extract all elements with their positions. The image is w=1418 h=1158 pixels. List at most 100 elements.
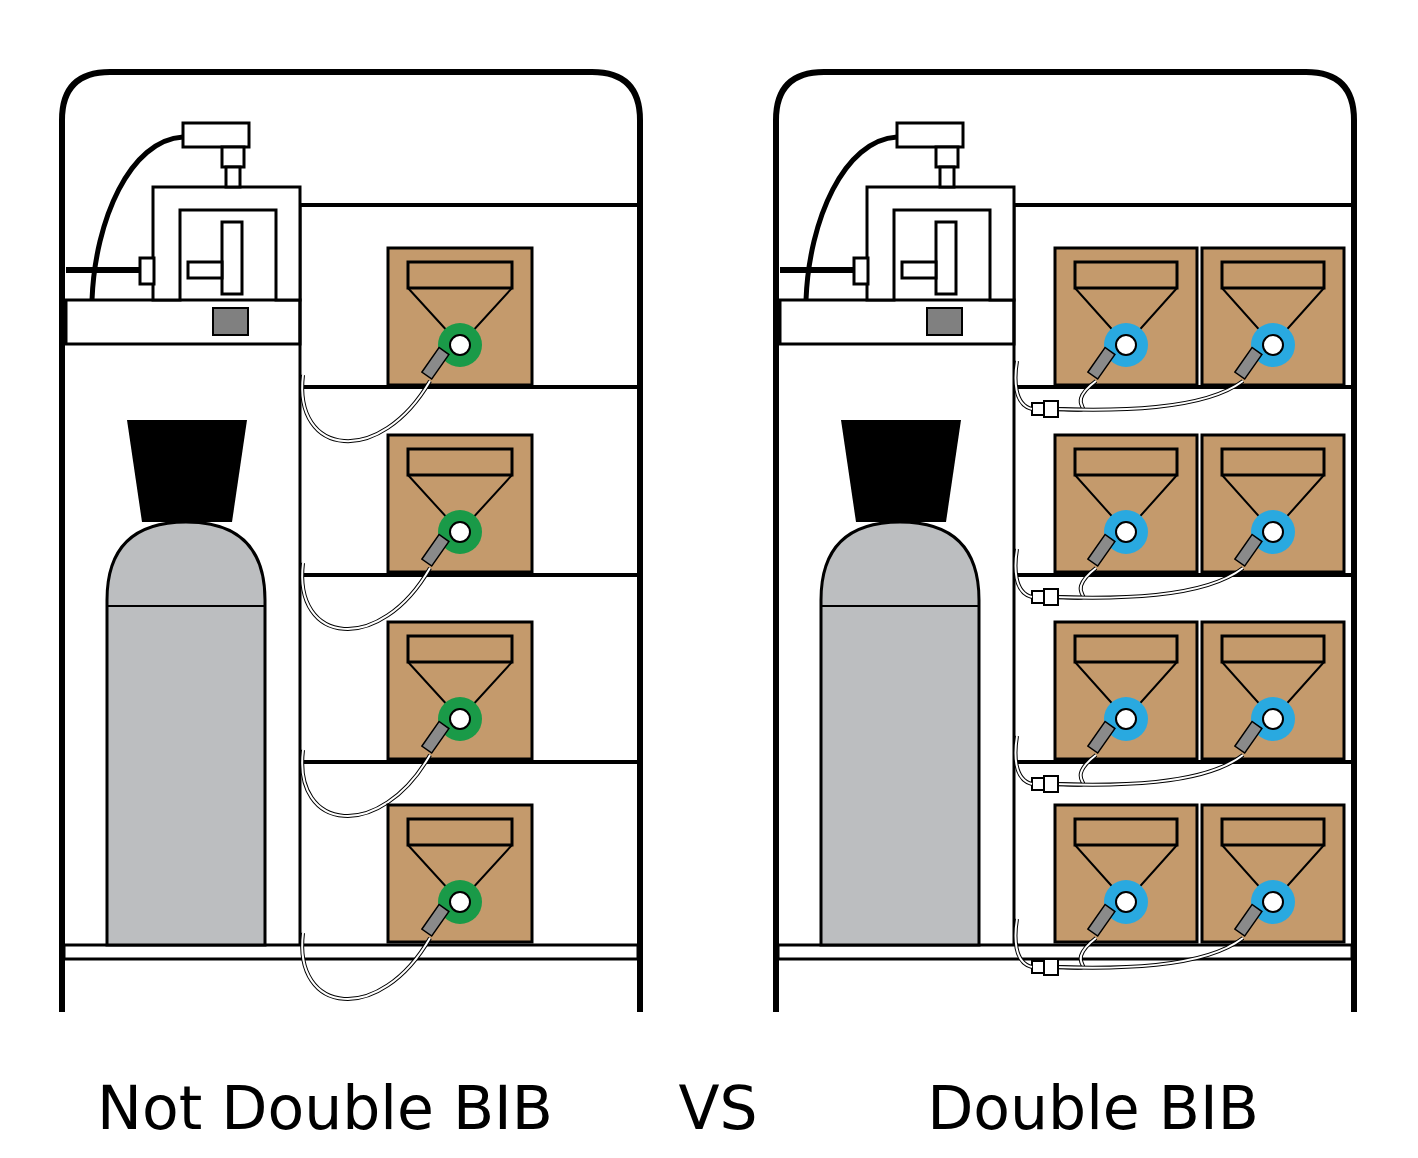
floor-shelf [778, 945, 1352, 959]
box-handle [1222, 262, 1324, 288]
tank-valve [927, 308, 962, 335]
regulator-valve [902, 262, 936, 278]
gauge [897, 123, 963, 147]
shelf [300, 760, 638, 764]
bag-in-box [388, 248, 532, 385]
fitting [854, 258, 868, 284]
bag-in-box [1055, 622, 1197, 759]
beverage-line [1054, 381, 1096, 410]
cabinet [776, 72, 1354, 1012]
bag-in-box [388, 435, 532, 572]
beverage-line [302, 375, 430, 441]
box-handle [1075, 262, 1177, 288]
bib-port [1116, 335, 1136, 355]
cabinet [62, 72, 640, 1012]
beverage-line [1054, 381, 1243, 410]
bag-in-box [1202, 622, 1344, 759]
beverage-line [1054, 755, 1096, 785]
bag-in-box [1055, 805, 1197, 942]
bib-connector [1088, 722, 1115, 753]
bib-port [1263, 892, 1283, 912]
regulator-frame [153, 187, 300, 300]
box-handle [408, 449, 512, 475]
shelf [1014, 760, 1352, 764]
tank-seam [107, 605, 265, 607]
box-handle [408, 262, 512, 288]
beverage-line [1016, 736, 1032, 784]
caption-label: Not Double BIB [97, 1078, 553, 1138]
bib-port [450, 335, 470, 355]
y-connector [1032, 961, 1044, 973]
gauge-hose [806, 137, 897, 300]
y-connector [1044, 401, 1058, 417]
box-handle [1075, 449, 1177, 475]
bib-connector [1235, 348, 1262, 379]
bib-port [450, 892, 470, 912]
beverage-line [1016, 919, 1032, 967]
beverage-line [1054, 568, 1243, 598]
beverage-line [1016, 549, 1032, 597]
shelf [1014, 573, 1352, 577]
beverage-line [302, 375, 430, 441]
gauge-stem [940, 167, 954, 187]
fitting [140, 258, 154, 284]
bag-in-box [1202, 435, 1344, 572]
y-connector [1044, 589, 1058, 605]
bib-port [1263, 709, 1283, 729]
y-connector [1044, 959, 1058, 975]
bib-connector [422, 535, 449, 566]
bib-port [1263, 335, 1283, 355]
beverage-line [1016, 736, 1032, 784]
regulator-body [222, 222, 242, 294]
bib-connector [1235, 535, 1262, 566]
y-connector [1032, 591, 1044, 603]
bib-connector [422, 905, 449, 936]
caption-label: Double BIB [927, 1078, 1259, 1138]
bib-connector [422, 348, 449, 379]
floor-shelf [64, 945, 638, 959]
beverage-line [1016, 361, 1032, 409]
regulator-valve [188, 262, 222, 278]
bib-port [1116, 892, 1136, 912]
shelf [1014, 203, 1352, 207]
y-connector [1044, 776, 1058, 792]
box-handle [408, 819, 512, 845]
bib-connector [422, 722, 449, 753]
beverage-line [1054, 938, 1243, 968]
beverage-line [1054, 381, 1096, 410]
regulator-shelf [780, 300, 1014, 344]
beverage-line [1016, 549, 1032, 597]
bib-port [450, 522, 470, 542]
beverage-line [1054, 755, 1243, 785]
bib-connector [1235, 905, 1262, 936]
gauge [183, 123, 249, 147]
beverage-line [302, 933, 430, 999]
bib-port [1116, 709, 1136, 729]
tank-valve [213, 308, 248, 335]
tank-cap [127, 420, 247, 522]
bag-in-box [1055, 435, 1197, 572]
beverage-line [1054, 938, 1096, 968]
gas-line [780, 267, 856, 273]
regulator-body [936, 222, 956, 294]
co2-tank [821, 522, 979, 945]
bag-in-box [1202, 805, 1344, 942]
beverage-line [1054, 938, 1243, 968]
box-handle [1222, 819, 1324, 845]
caption-label: VS [678, 1078, 757, 1138]
beverage-line [302, 563, 430, 629]
y-connector [1032, 403, 1044, 415]
bib-connector [1235, 722, 1262, 753]
tank-seam [821, 605, 979, 607]
bib-port [1116, 522, 1136, 542]
regulator-frame [867, 187, 1014, 300]
gauge-stem [222, 147, 244, 167]
beverage-line [1054, 568, 1096, 598]
beverage-line [302, 563, 430, 629]
regulator-shelf [66, 300, 300, 344]
bib-port [450, 709, 470, 729]
gas-line [66, 267, 142, 273]
gauge-stem [936, 147, 958, 167]
bag-in-box [388, 622, 532, 759]
bib-port [1263, 522, 1283, 542]
